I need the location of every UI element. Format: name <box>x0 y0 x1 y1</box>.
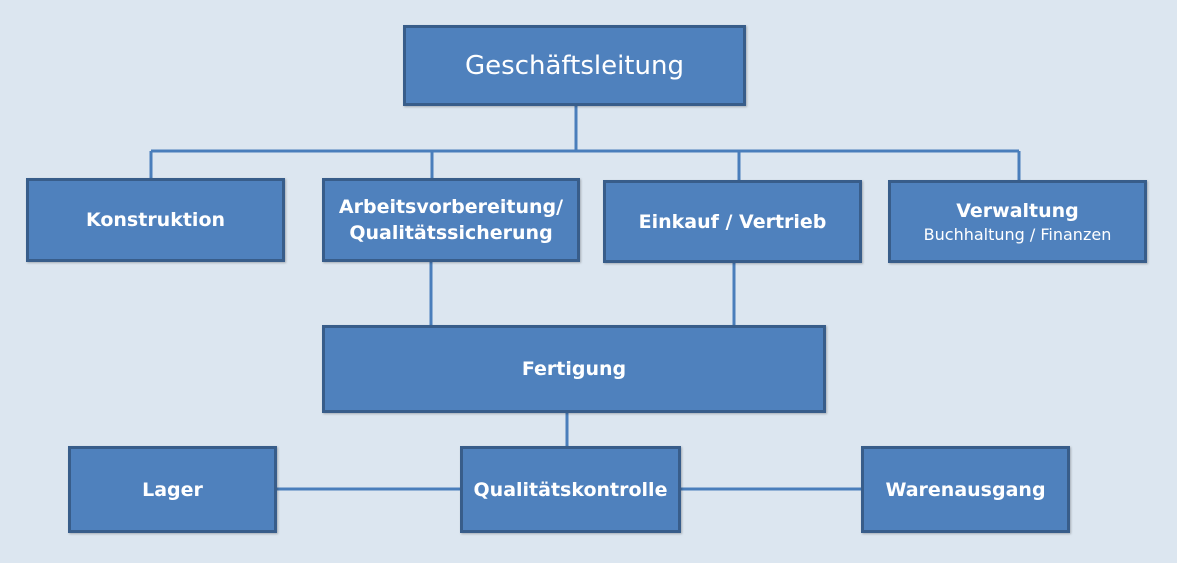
node-label-line1: Arbeitsvorbereitung/ <box>338 196 564 218</box>
node-konstruktion: Konstruktion <box>26 178 285 262</box>
node-fertigung: Fertigung <box>322 325 826 413</box>
node-label: Geschäftsleitung <box>465 50 684 81</box>
node-label: Einkauf / Vertrieb <box>638 210 827 233</box>
node-label-line2: Qualitätssicherung <box>349 222 553 244</box>
node-label: Qualitätskontrolle <box>473 478 668 501</box>
node-sublabel: Buchhaltung / Finanzen <box>923 224 1112 244</box>
node-label: Verwaltung <box>956 199 1079 222</box>
node-einkauf-vertrieb: Einkauf / Vertrieb <box>603 180 862 263</box>
node-verwaltung: Verwaltung Buchhaltung / Finanzen <box>888 180 1147 263</box>
node-geschaeftsleitung: Geschäftsleitung <box>403 25 746 106</box>
node-label: Lager <box>142 478 203 501</box>
node-lager: Lager <box>68 446 277 533</box>
node-label: Konstruktion <box>85 209 226 231</box>
node-label: Fertigung <box>521 358 627 380</box>
node-label: Warenausgang <box>885 478 1046 501</box>
node-arbeitsvorbereitung: Arbeitsvorbereitung/ Qualitätssicherung <box>322 178 580 262</box>
node-qualitaetskontrolle: Qualitätskontrolle <box>460 446 681 533</box>
node-warenausgang: Warenausgang <box>861 446 1070 533</box>
